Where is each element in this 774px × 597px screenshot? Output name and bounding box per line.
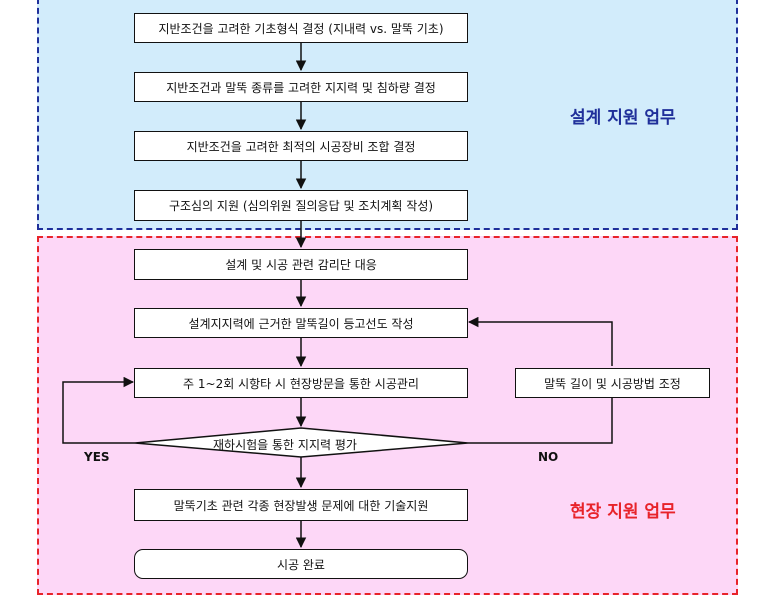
step-supervision-response: 설계 및 시공 관련 감리단 대응 xyxy=(134,249,468,280)
step-technical-support: 말뚝기초 관련 각종 현장발생 문제에 대한 기술지원 xyxy=(134,489,468,521)
step-structural-review: 구조심의 지원 (심의위원 질의응답 및 조치계획 작성) xyxy=(134,190,468,221)
yes-loop-line xyxy=(62,376,135,444)
no-line xyxy=(468,398,613,444)
field-support-title: 현장 지원 업무 xyxy=(570,502,676,522)
design-support-title: 설계 지원 업무 xyxy=(570,108,676,128)
step-equipment-combination: 지반조건을 고려한 최적의 시공장비 조합 결정 xyxy=(134,131,468,161)
yes-label: YES xyxy=(84,450,110,464)
step-site-visit: 주 1~2회 시항타 시 현장방문을 통한 시공관리 xyxy=(134,368,468,398)
decision-diamond xyxy=(134,427,469,458)
field-support-region xyxy=(37,236,738,595)
step-capacity-settlement: 지반조건과 말뚝 종류를 고려한 지지력 및 침하량 결정 xyxy=(134,72,468,102)
step-pile-length-contour: 설계지지력에 근거한 말뚝길이 등고선도 작성 xyxy=(134,308,468,338)
step-foundation-type: 지반조건을 고려한 기초형식 결정 (지내력 vs. 말뚝 기초) xyxy=(134,13,468,43)
step-pile-adjustment: 말뚝 길이 및 시공방법 조정 xyxy=(515,368,710,398)
adjust-loop-line xyxy=(467,316,613,366)
step-construction-complete: 시공 완료 xyxy=(134,549,468,579)
no-label: NO xyxy=(538,450,559,464)
decision-label: 재하시험을 통한 지지력 평가 xyxy=(213,438,357,452)
